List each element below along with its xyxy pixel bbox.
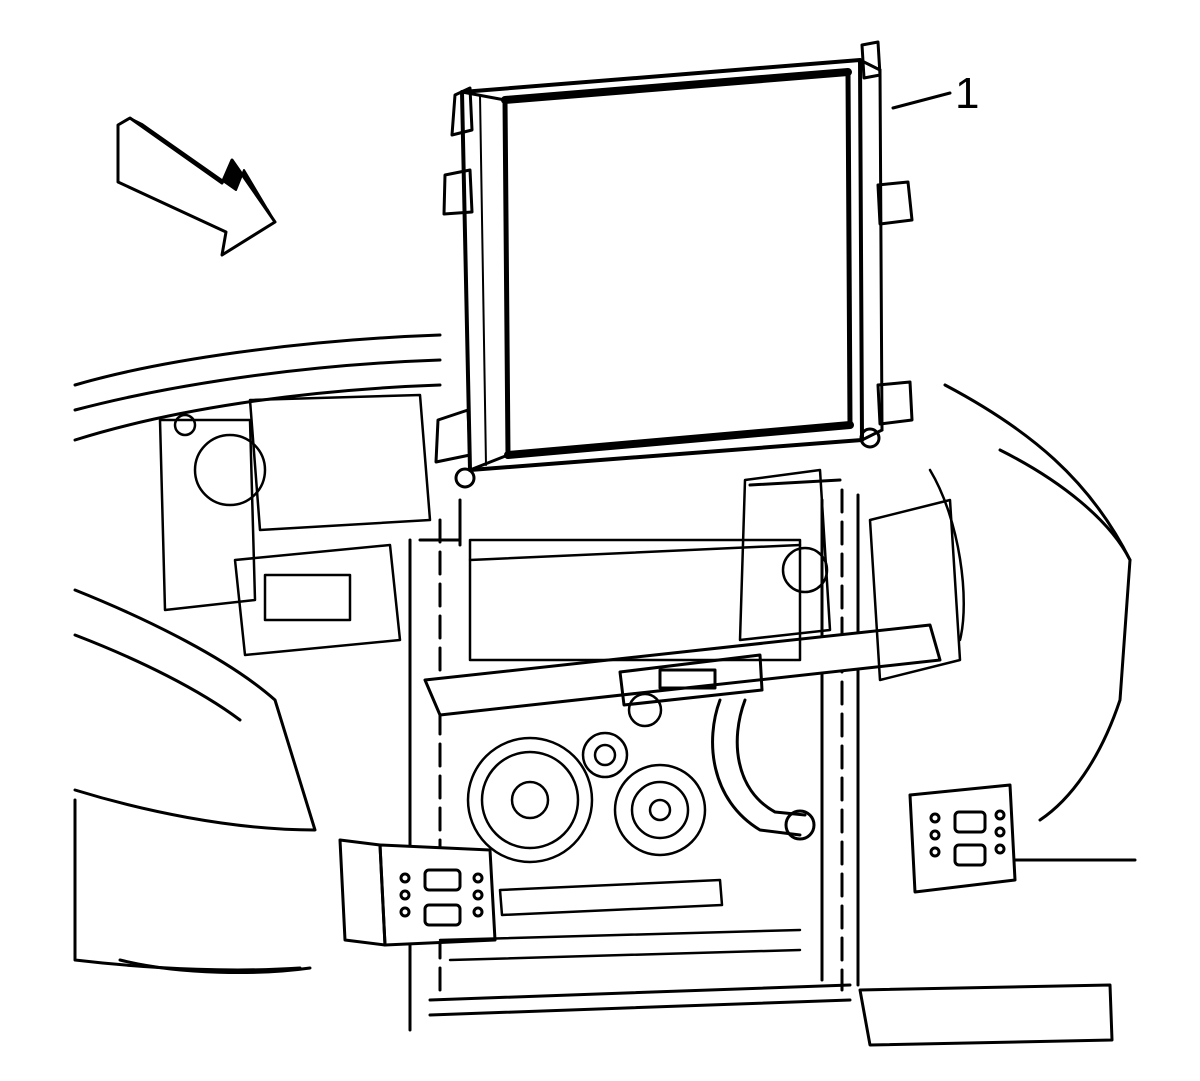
engine-assembly	[466, 538, 802, 864]
callout-label-radiator: 1	[955, 69, 980, 118]
lower-crossbar	[438, 878, 802, 962]
upper-tie-bar	[423, 623, 942, 717]
right-bumper-bracket	[908, 783, 1017, 894]
lower-radiator-hose	[711, 698, 816, 841]
radiator-support-frame	[408, 478, 860, 1032]
callout-leader-line	[891, 91, 952, 110]
left-bumper-bracket	[338, 838, 497, 947]
left-engine-bay-components	[158, 393, 432, 657]
vehicle-front-structure	[73, 333, 1137, 1047]
right-engine-bay-components	[738, 468, 965, 682]
radiator	[434, 40, 914, 489]
arrow-down-right-icon	[116, 116, 277, 257]
